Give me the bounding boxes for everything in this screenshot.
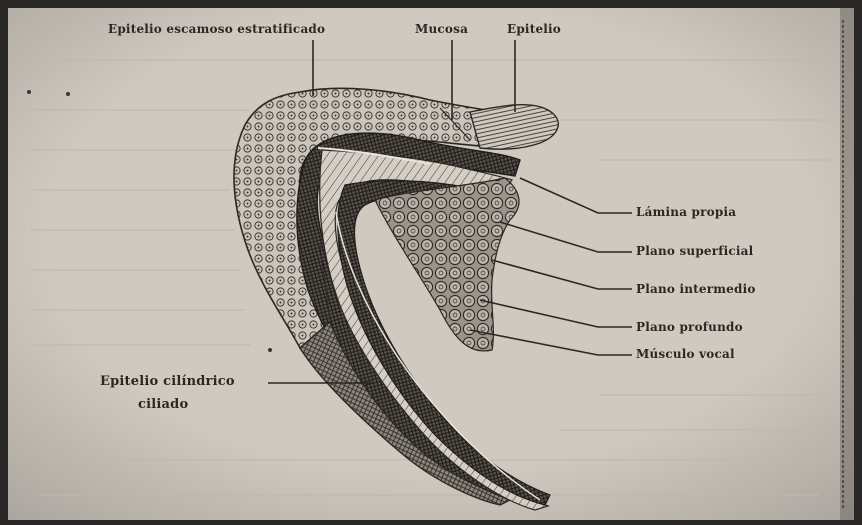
label-musculo-vocal: Músculo vocal bbox=[636, 347, 735, 361]
label-ciliado: ciliado bbox=[138, 397, 188, 412]
label-plano-intermedio: Plano intermedio bbox=[636, 282, 756, 296]
label-mucosa: Mucosa bbox=[415, 22, 468, 36]
label-lamina-propia: Lámina propia bbox=[636, 205, 736, 219]
label-epitelio-cilindrico: Epitelio cilíndrico bbox=[100, 374, 235, 389]
label-epitelio-escamoso: Epitelio escamoso estratificado bbox=[108, 22, 325, 36]
label-plano-profundo: Plano profundo bbox=[636, 320, 743, 334]
label-epitelio: Epitelio bbox=[507, 22, 561, 36]
label-plano-superficial: Plano superficial bbox=[636, 244, 753, 258]
